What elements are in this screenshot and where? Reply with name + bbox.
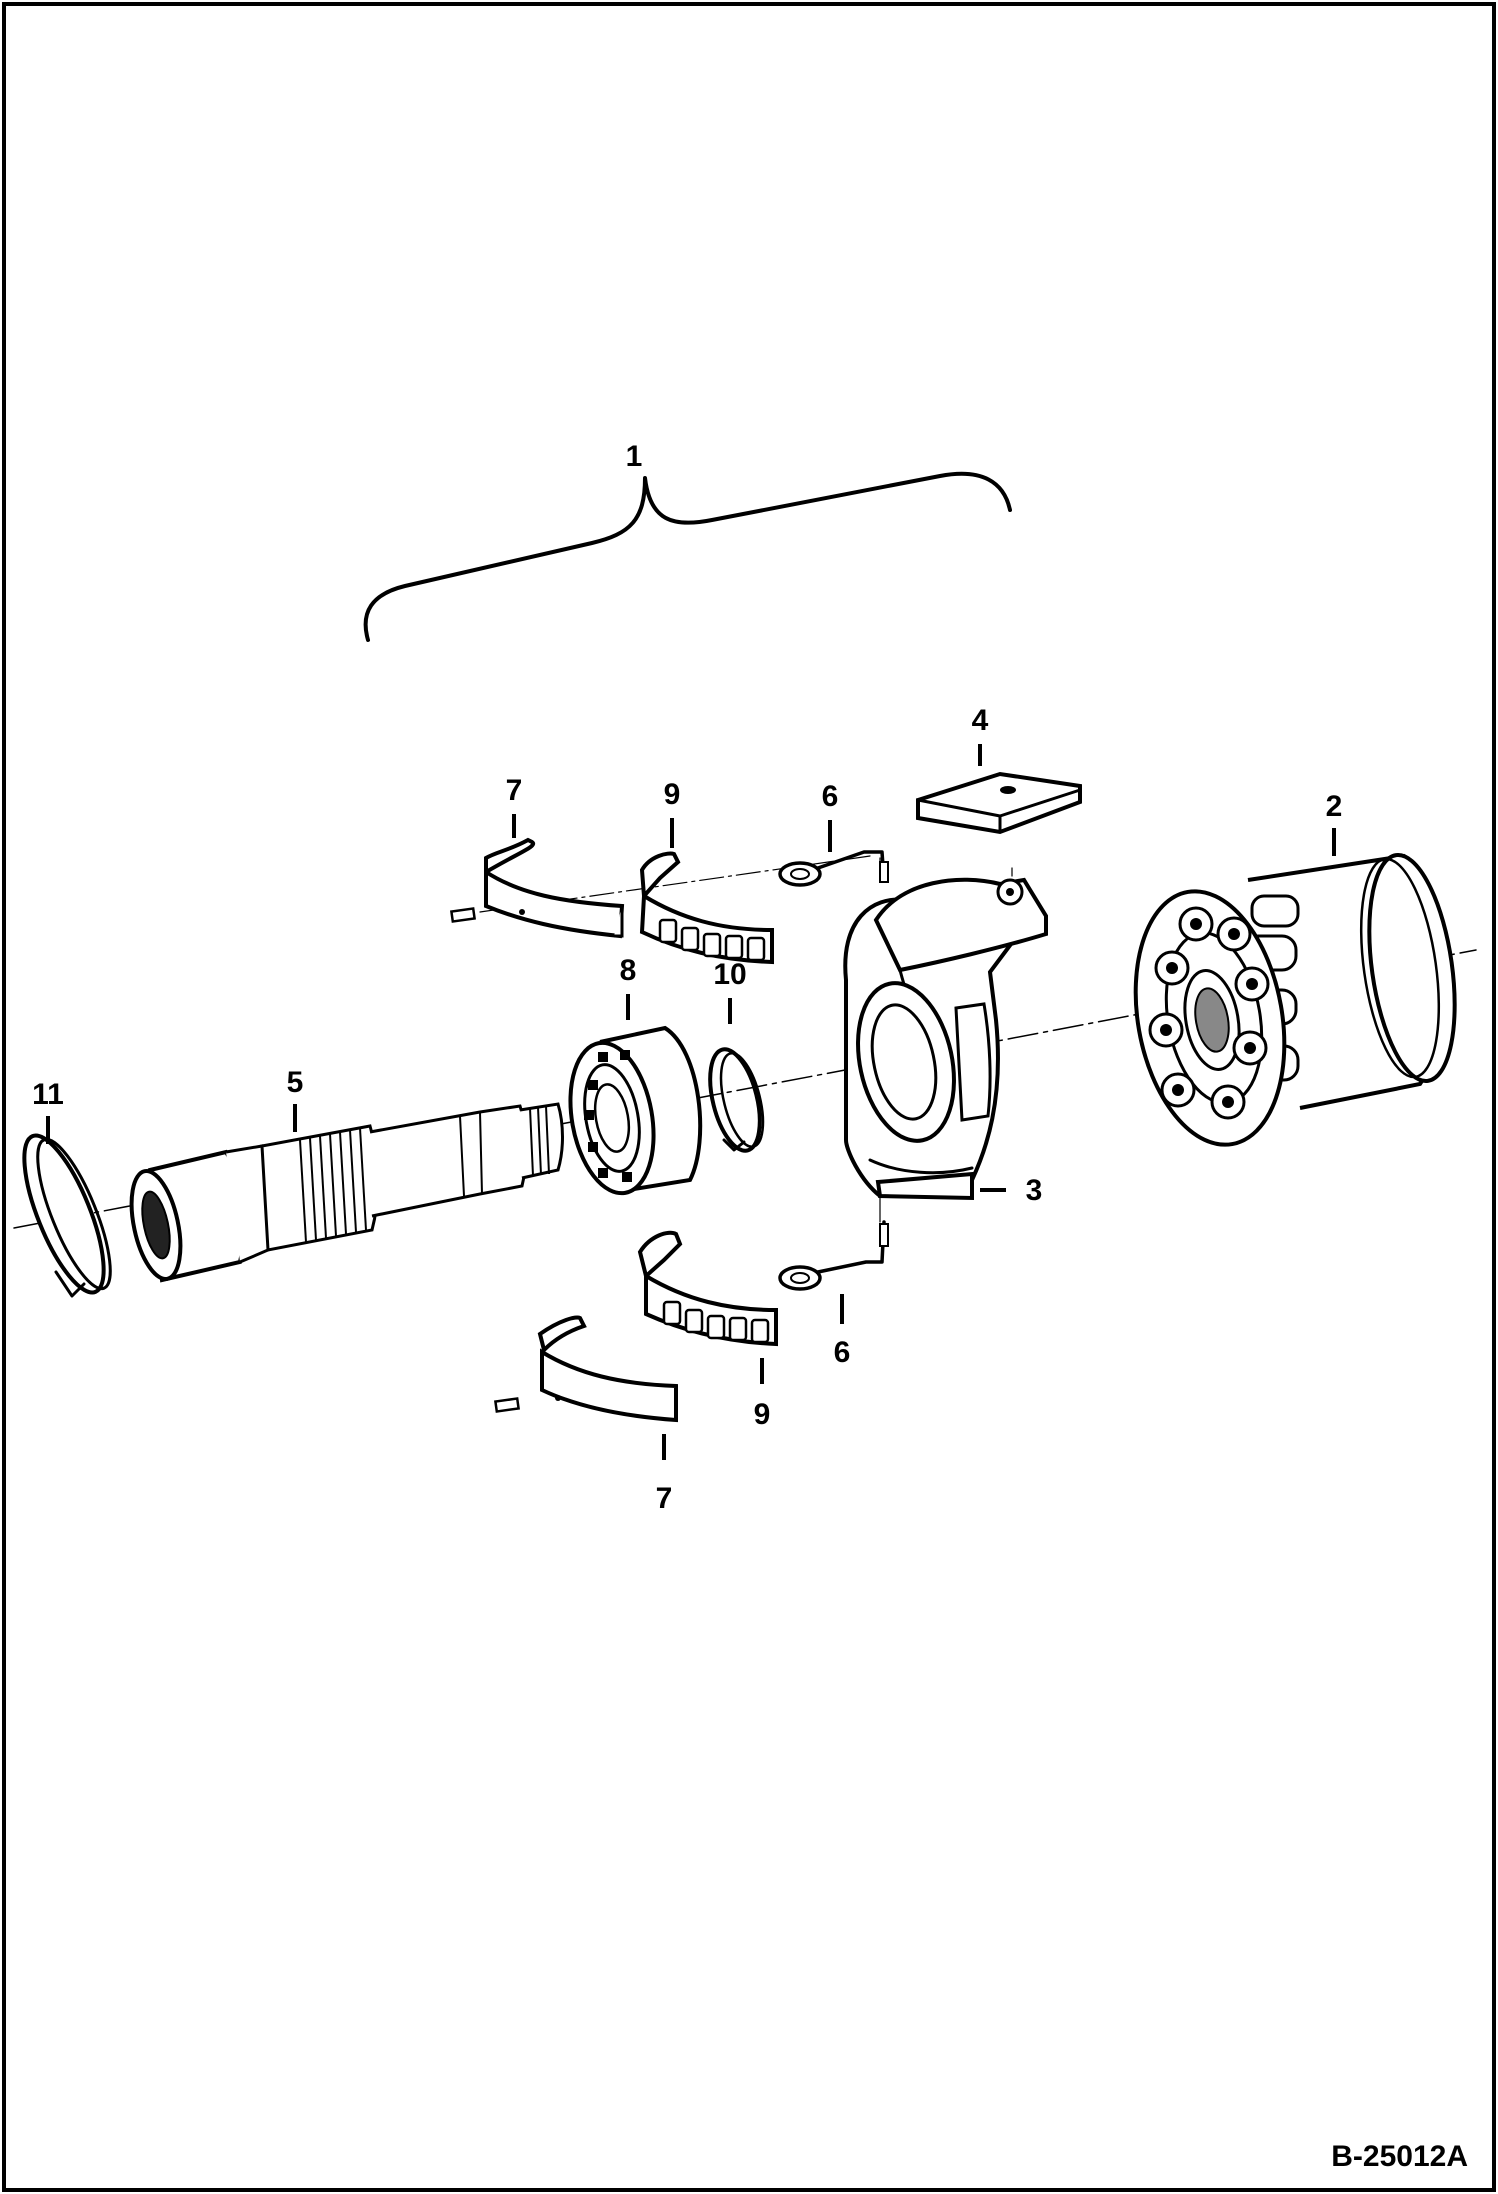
part-5-drive-shaft [129,1102,564,1283]
assembly-brace [363,471,1012,642]
part-3-swashplate [843,877,1048,1201]
callout-9-upper: 9 [664,778,681,811]
callout-6-upper: 6 [822,780,839,813]
figure-code: B-25012A [1331,2140,1468,2173]
callout-8: 8 [620,954,637,987]
part-7-upper-bearing-shell [449,837,625,939]
leader-lines [46,744,1336,1460]
callout-4: 4 [972,704,989,737]
callout-5: 5 [287,1066,304,1099]
callout-2: 2 [1326,790,1343,823]
part-11-snap-ring [22,1133,112,1298]
part-6-upper-pin [778,850,889,887]
callout-3: 3 [1026,1174,1043,1207]
callout-9-lower: 9 [754,1398,771,1431]
callout-11: 11 [32,1078,64,1111]
part-10-retaining-ring [708,1047,765,1153]
part-8-roller-bearing [568,1025,703,1196]
part-9-upper-roller-half [639,851,774,965]
part-9-lower-roller-half [637,1230,778,1347]
callout-10: 10 [713,958,746,991]
callout-1: 1 [626,440,643,473]
callout-7-lower: 7 [656,1482,673,1515]
callout-6-lower: 6 [834,1336,851,1369]
part-4-plate [916,771,1082,835]
callout-7-upper: 7 [506,774,523,807]
part-7-lower-bearing-shell [493,1315,678,1423]
part-6-lower-pin [778,1220,889,1291]
part-2-rotating-group [1133,852,1457,1147]
